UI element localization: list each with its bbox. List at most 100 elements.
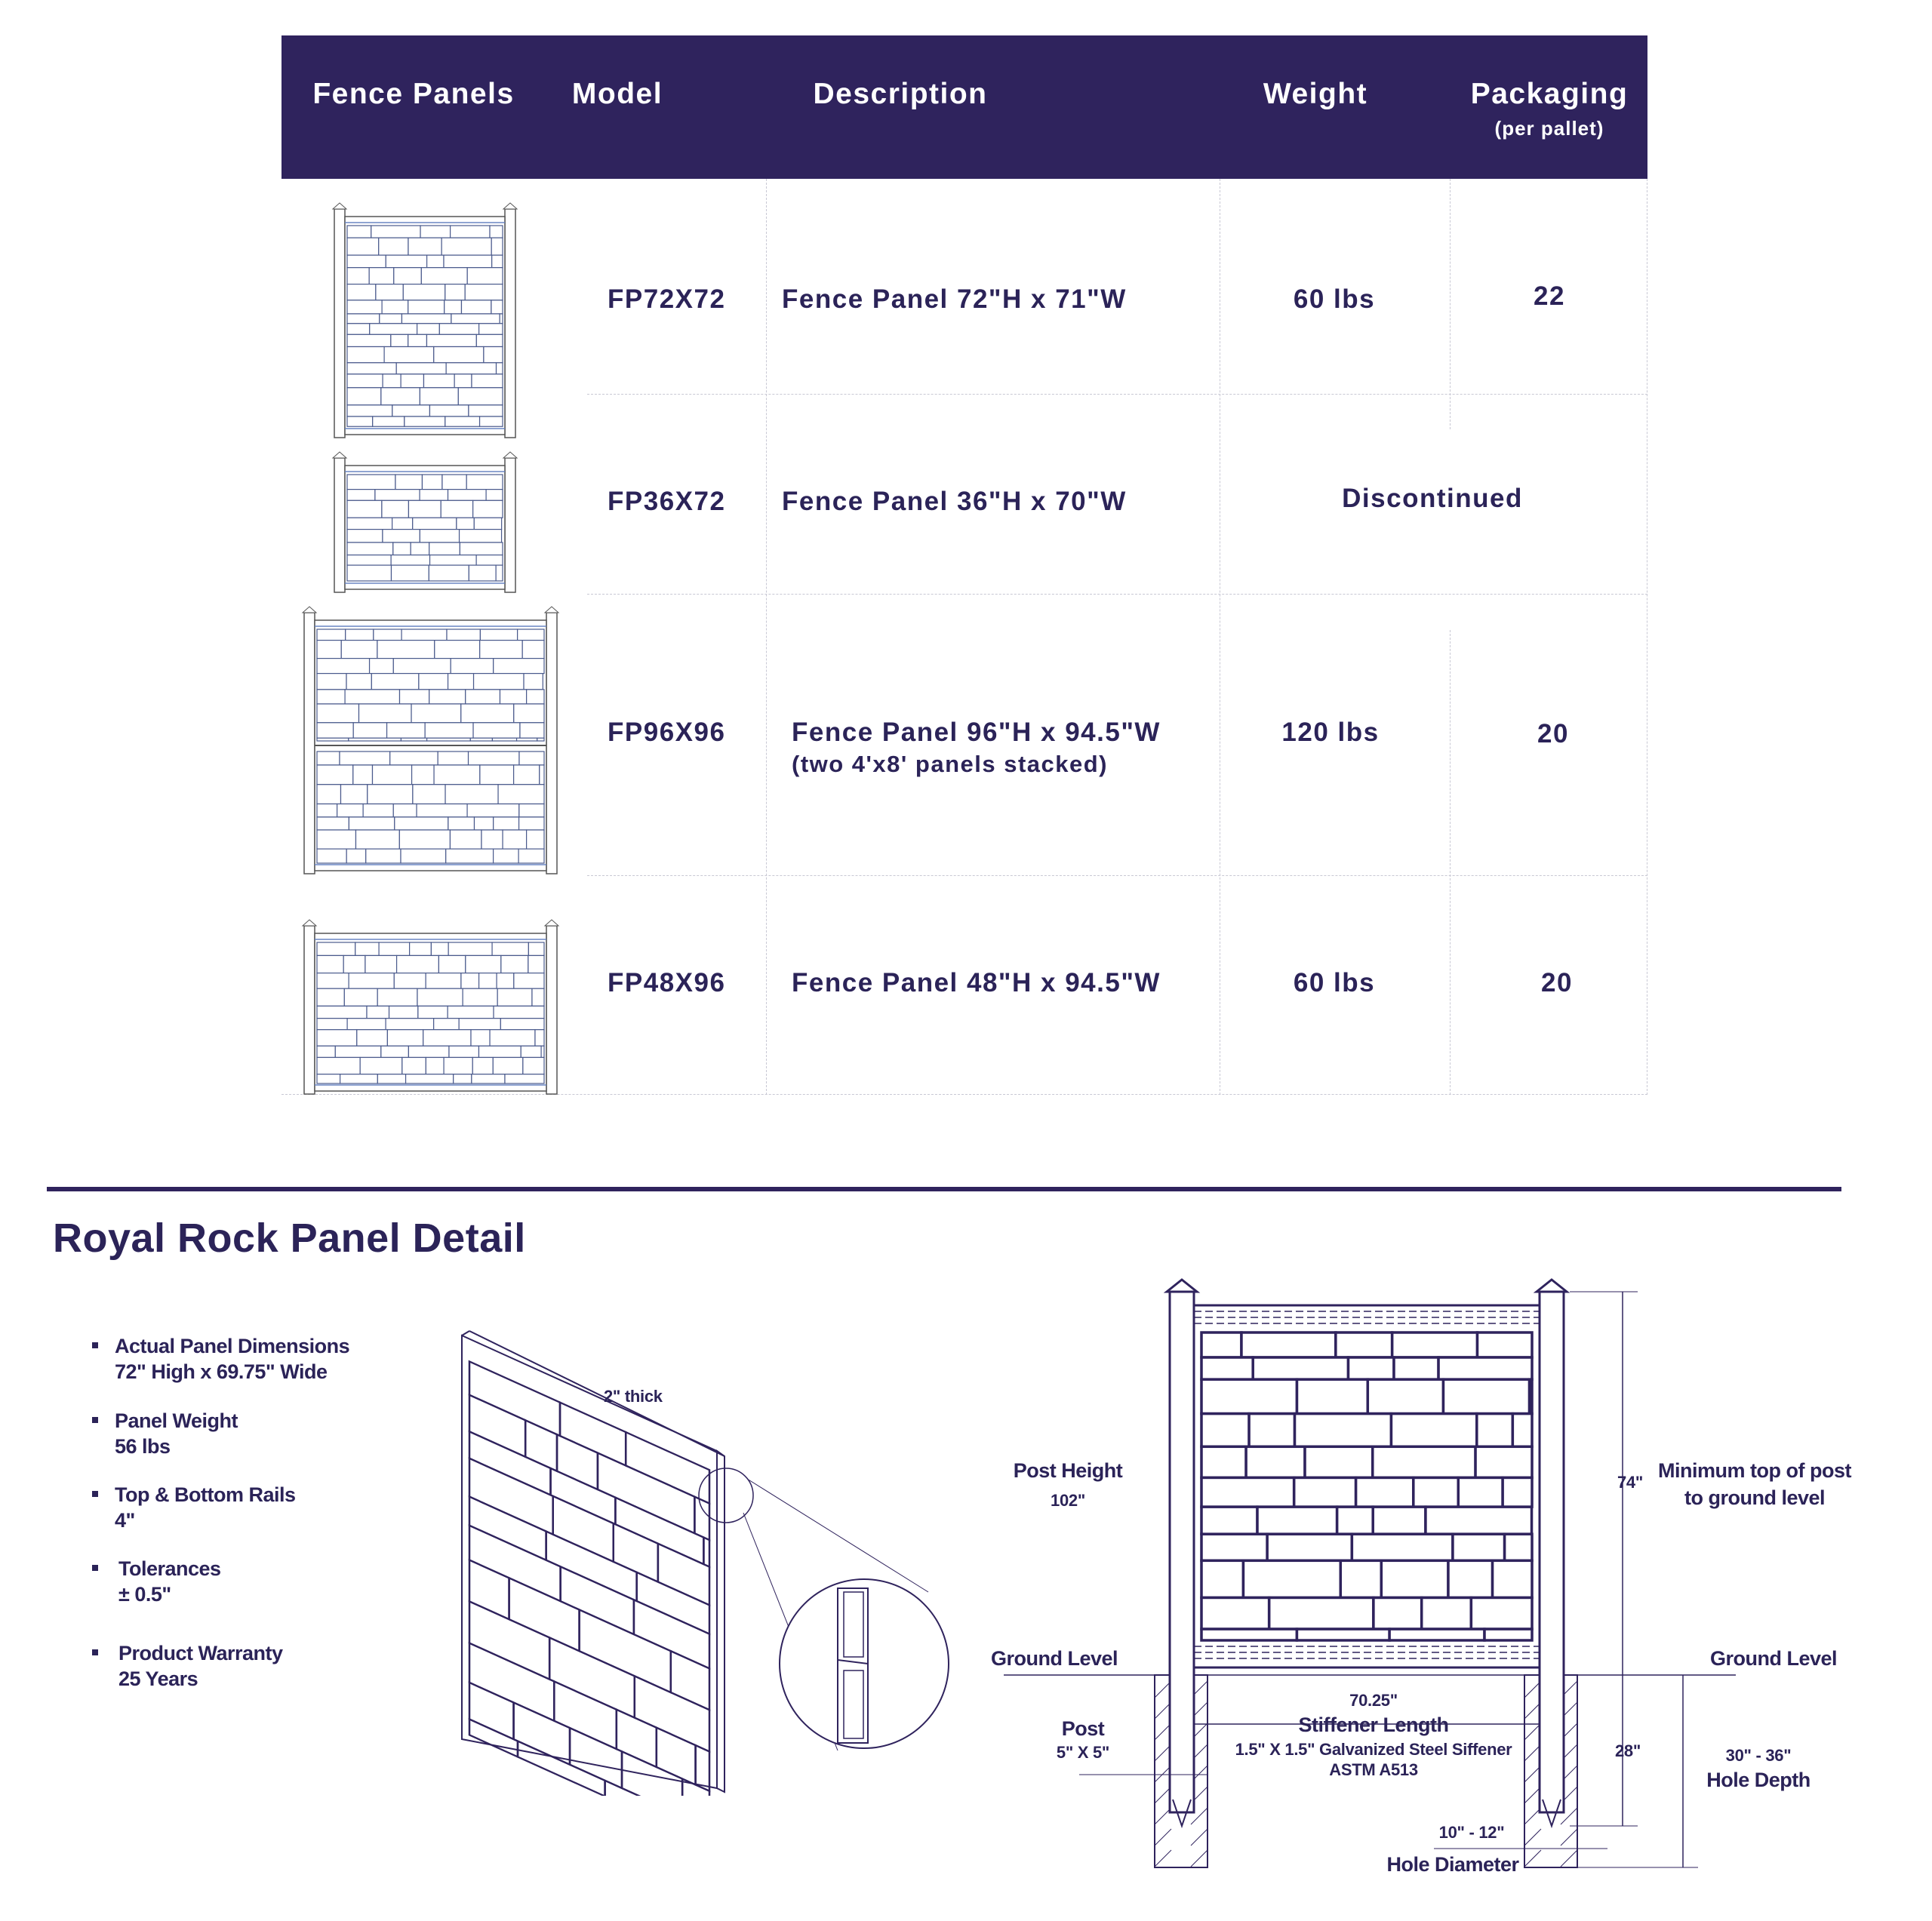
stone xyxy=(447,672,475,690)
post-cap xyxy=(1533,1278,1571,1293)
ground-level-left: Ground Level xyxy=(991,1647,1118,1670)
hole-hatch xyxy=(1524,1786,1542,1804)
stone xyxy=(515,737,538,742)
stone xyxy=(1491,1559,1534,1600)
stone xyxy=(356,1029,388,1047)
stone xyxy=(450,658,494,675)
stone xyxy=(426,737,471,742)
stone xyxy=(316,689,346,705)
stone xyxy=(365,954,398,974)
description-cell: Fence Panel 96"H x 94.5"W xyxy=(792,718,1161,747)
hole-hatch xyxy=(1524,1807,1542,1825)
hole-hatch xyxy=(1560,1828,1578,1846)
stone xyxy=(465,689,501,705)
post-cap xyxy=(331,202,348,210)
stone xyxy=(492,1056,524,1075)
stone xyxy=(428,564,469,582)
stone xyxy=(472,1056,494,1075)
stone xyxy=(346,284,377,301)
stone xyxy=(500,954,529,974)
panel-thumbnail-fp96x96 xyxy=(301,606,560,874)
post-cap xyxy=(331,451,348,459)
stone xyxy=(521,639,545,659)
weight-cell: 60 lbs xyxy=(1293,284,1376,314)
post-cap xyxy=(301,606,318,613)
stone xyxy=(367,784,414,805)
panel-face xyxy=(461,1334,718,1790)
stone xyxy=(316,973,349,989)
stone xyxy=(400,848,447,864)
stone xyxy=(467,751,520,766)
stone xyxy=(394,816,449,831)
stone xyxy=(513,973,545,989)
stone xyxy=(408,1045,450,1059)
hole-hatch xyxy=(1190,1807,1208,1825)
spec-item: Panel Weight 56 lbs xyxy=(92,1408,238,1459)
stone xyxy=(493,848,519,864)
hole-hatch xyxy=(1190,1849,1208,1867)
stone xyxy=(518,816,545,831)
stone xyxy=(454,373,472,389)
stone xyxy=(1200,1596,1271,1631)
post-label: Post xyxy=(1061,1717,1105,1740)
stone xyxy=(1241,1559,1343,1600)
header-weight: Weight xyxy=(1263,78,1368,110)
stone xyxy=(497,784,545,805)
stone xyxy=(466,267,503,285)
stone xyxy=(425,1056,445,1075)
stone xyxy=(392,517,414,530)
header-model: Model xyxy=(571,78,663,110)
stone xyxy=(1388,1627,1486,1642)
stone xyxy=(526,689,545,705)
stone xyxy=(493,1005,545,1019)
stone xyxy=(1451,1532,1506,1563)
post-height-label: Post Height xyxy=(1013,1459,1123,1482)
stone xyxy=(316,764,354,785)
stone xyxy=(316,988,345,1007)
stone xyxy=(500,1018,545,1031)
stone xyxy=(491,737,518,742)
bullet-icon xyxy=(92,1649,98,1655)
stone xyxy=(444,300,463,315)
stone xyxy=(1251,1356,1350,1381)
dim-74-label: 74" xyxy=(1617,1473,1644,1492)
stone xyxy=(316,1045,336,1059)
stone xyxy=(393,973,426,989)
stone xyxy=(440,499,474,518)
stone xyxy=(419,489,449,501)
stone xyxy=(1441,1378,1531,1415)
stone xyxy=(344,689,401,705)
stone xyxy=(426,333,477,348)
stone xyxy=(346,528,383,543)
stone xyxy=(1475,1412,1515,1449)
stone xyxy=(523,672,543,690)
rail-profile-inner xyxy=(843,1591,864,1658)
stone xyxy=(402,284,446,301)
post xyxy=(504,457,516,593)
stone xyxy=(417,1005,448,1019)
stone xyxy=(434,639,481,659)
stone xyxy=(534,1029,545,1047)
panel-thumbnail-fp72x72 xyxy=(331,202,518,438)
stone xyxy=(499,689,528,705)
stone xyxy=(1200,1378,1299,1415)
stone xyxy=(369,323,418,335)
stone xyxy=(418,672,449,690)
stone xyxy=(343,954,366,974)
stone xyxy=(1380,1559,1450,1600)
description-cell: Fence Panel 72"H x 71"W xyxy=(782,284,1127,314)
stone xyxy=(493,816,520,831)
stone xyxy=(429,689,466,705)
spec-item: Product Warranty 25 Years xyxy=(92,1640,283,1692)
spec-label: Tolerances xyxy=(118,1557,221,1580)
packaging-cell: 20 xyxy=(1541,968,1573,997)
stone xyxy=(316,1056,361,1075)
hole-diameter-label: Hole Diameter xyxy=(1386,1853,1519,1876)
stone xyxy=(390,564,429,582)
stone xyxy=(401,1056,426,1075)
stone xyxy=(433,764,481,785)
status-discontinued: Discontinued xyxy=(1342,484,1523,513)
stone xyxy=(433,1018,460,1031)
stone xyxy=(443,254,493,269)
post xyxy=(1538,1290,1565,1814)
